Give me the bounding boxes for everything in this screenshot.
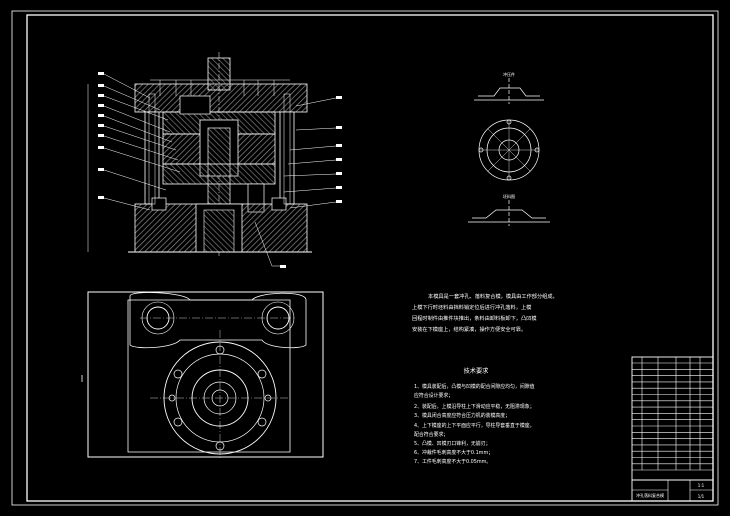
part-detail-top — [468, 78, 550, 226]
section-view — [87, 52, 342, 268]
top-detail-label: 冲压件 — [503, 71, 515, 77]
svg-text:安装在下模座上，结构紧凑，操作方便安全可靠。: 安装在下模座上，结构紧凑，操作方便安全可靠。 — [412, 325, 526, 333]
scale-value: 1:1 — [698, 483, 705, 488]
svg-text:上模下行时坯料由挡料销定位后进行冲孔落料，上模: 上模下行时坯料由挡料销定位后进行冲孔落料，上模 — [412, 303, 531, 311]
svg-text:本模具是一套冲孔、落料复合模，模具由工作部分组成，: 本模具是一套冲孔、落料复合模，模具由工作部分组成， — [428, 292, 558, 300]
technical-requirements: 1、模具装配后，凸模与凹模的配合间隙应均匀，间隙值 应符合设计要求； 2、装配后… — [414, 383, 535, 465]
outer-border — [11, 10, 719, 506]
plan-view — [81, 291, 324, 460]
notes-paragraph: 本模具是一套冲孔、落料复合模，模具由工作部分组成， 上模下行时坯料由挡料销定位后… — [412, 292, 558, 333]
drawing-name: 冲孔落料复合模 — [636, 492, 664, 498]
svg-text:7、工件毛刺高度不大于0.05mm。: 7、工件毛刺高度不大于0.05mm。 — [414, 458, 491, 465]
svg-text:3、模具闭合高度应符合压力机的装模高度；: 3、模具闭合高度应符合压力机的装模高度； — [414, 412, 510, 419]
bottom-detail-label: 坯料图 — [503, 193, 515, 199]
inner-border — [26, 14, 714, 502]
svg-text:6、冲裁件毛刺高度不大于0.1mm；: 6、冲裁件毛刺高度不大于0.1mm； — [414, 449, 493, 456]
title-block — [631, 356, 714, 502]
svg-text:2、装配后，上模沿导柱上下滑动应平稳，无阻滞现象；: 2、装配后，上模沿导柱上下滑动应平稳，无阻滞现象； — [414, 403, 535, 410]
svg-text:应符合设计要求；: 应符合设计要求； — [414, 392, 453, 399]
sheet-number: 1/1 — [698, 494, 705, 499]
svg-text:1、模具装配后，凸模与凹模的配合间隙应均匀，间隙值: 1、模具装配后，凸模与凹模的配合间隙应均匀，间隙值 — [414, 383, 535, 390]
technical-requirements-title: 技术要求 — [464, 367, 489, 375]
svg-text:4、上下模座的上下平面应平行，导柱导套垂直于模座，: 4、上下模座的上下平面应平行，导柱导套垂直于模座， — [414, 422, 535, 429]
svg-text:回程时制件由推件块推出，条料由卸料板卸下，凸凹模: 回程时制件由推件块推出，条料由卸料板卸下，凸凹模 — [412, 314, 537, 322]
svg-text:配合符合要求；: 配合符合要求； — [414, 431, 448, 438]
svg-text:5、凸模、凹模刃口锋利，无崩刃；: 5、凸模、凹模刃口锋利，无崩刃； — [414, 440, 490, 447]
